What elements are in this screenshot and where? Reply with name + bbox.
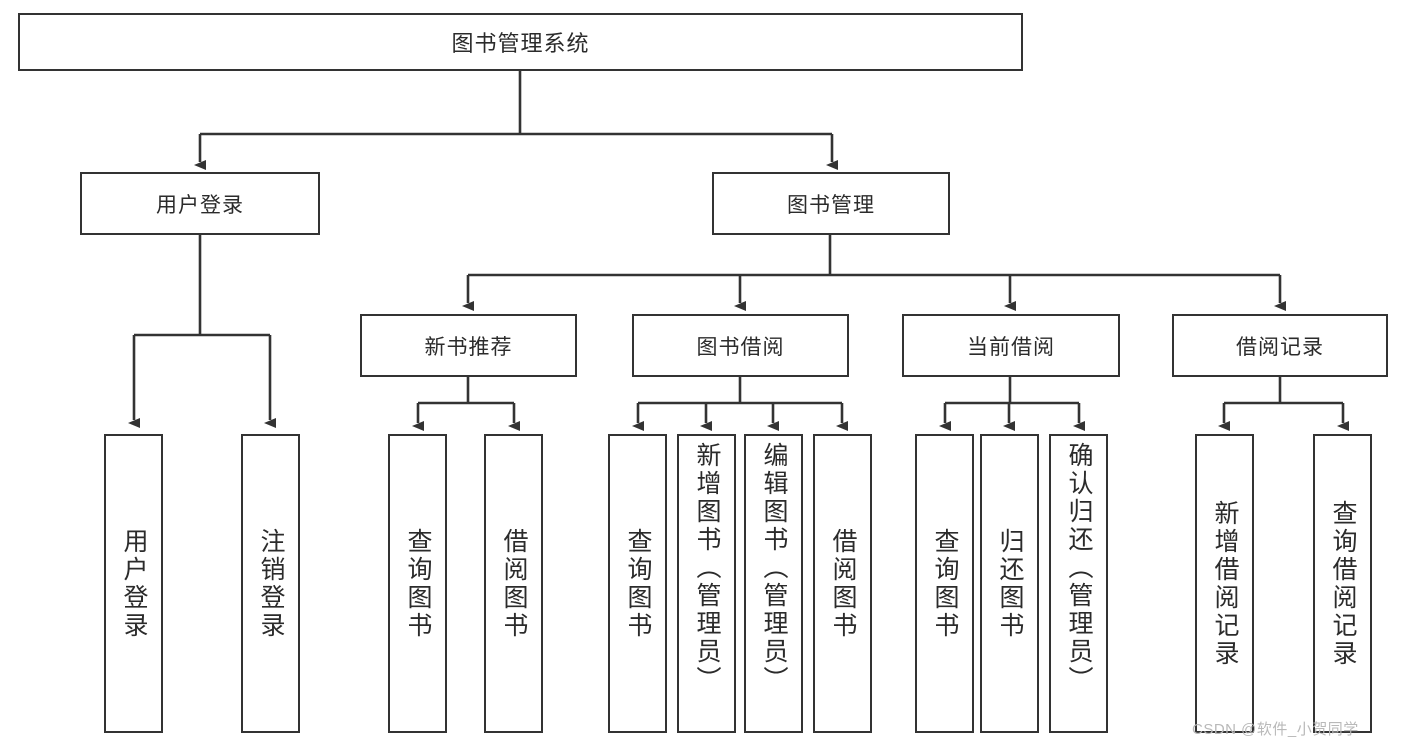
node-book-borrow[interactable]: 图书借阅 bbox=[632, 314, 849, 377]
leaf-add-borrow-record[interactable]: 新增借阅记录 bbox=[1195, 434, 1254, 733]
node-label: 查询图书 bbox=[404, 527, 432, 640]
node-label: 用户登录 bbox=[120, 527, 148, 640]
node-label: 借阅图书 bbox=[829, 527, 857, 640]
node-root-book-management-system[interactable]: 图书管理系统 bbox=[18, 13, 1023, 71]
node-borrow-records[interactable]: 借阅记录 bbox=[1172, 314, 1388, 377]
leaf-edit-book-admin[interactable]: 编辑图书（管理员） bbox=[744, 434, 803, 733]
node-label: 查询图书 bbox=[624, 527, 652, 640]
node-label: 借阅记录 bbox=[1236, 335, 1324, 359]
node-label: 用户登录 bbox=[156, 193, 244, 217]
node-label: 图书借阅 bbox=[696, 335, 785, 359]
node-label: 注销登录 bbox=[257, 527, 285, 640]
leaf-query-book-recommend[interactable]: 查询图书 bbox=[388, 434, 447, 733]
node-label: 归还图书 bbox=[996, 527, 1024, 640]
node-user-login[interactable]: 用户登录 bbox=[80, 172, 320, 235]
leaf-query-book-borrow[interactable]: 查询图书 bbox=[608, 434, 667, 733]
node-label: 新增图书（管理员） bbox=[693, 442, 721, 694]
leaf-add-book-admin[interactable]: 新增图书（管理员） bbox=[677, 434, 736, 733]
leaf-query-borrow-record[interactable]: 查询借阅记录 bbox=[1313, 434, 1372, 733]
node-label: 新增借阅记录 bbox=[1211, 499, 1239, 668]
leaf-confirm-return-admin[interactable]: 确认归还（管理员） bbox=[1049, 434, 1108, 733]
node-new-book-recommend[interactable]: 新书推荐 bbox=[360, 314, 577, 377]
leaf-user-login[interactable]: 用户登录 bbox=[104, 434, 163, 733]
node-label: 图书管理 bbox=[787, 193, 875, 217]
node-label: 新书推荐 bbox=[424, 335, 513, 359]
node-label: 当前借阅 bbox=[967, 335, 1055, 359]
node-label: 查询借阅记录 bbox=[1329, 499, 1357, 668]
leaf-borrow-book[interactable]: 借阅图书 bbox=[813, 434, 872, 733]
leaf-return-book[interactable]: 归还图书 bbox=[980, 434, 1039, 733]
leaf-borrow-book-recommend[interactable]: 借阅图书 bbox=[484, 434, 543, 733]
watermark-text: CSDN @软件_小贺同学 bbox=[1192, 721, 1359, 738]
node-current-borrow[interactable]: 当前借阅 bbox=[902, 314, 1120, 377]
node-label: 查询图书 bbox=[931, 527, 959, 640]
node-label: 图书管理系统 bbox=[451, 31, 590, 56]
node-label: 编辑图书（管理员） bbox=[760, 442, 788, 694]
node-label: 借阅图书 bbox=[500, 527, 528, 640]
node-label: 确认归还（管理员） bbox=[1065, 442, 1093, 694]
leaf-logout-login[interactable]: 注销登录 bbox=[241, 434, 300, 733]
leaf-query-book-current[interactable]: 查询图书 bbox=[915, 434, 974, 733]
node-book-management[interactable]: 图书管理 bbox=[712, 172, 950, 235]
